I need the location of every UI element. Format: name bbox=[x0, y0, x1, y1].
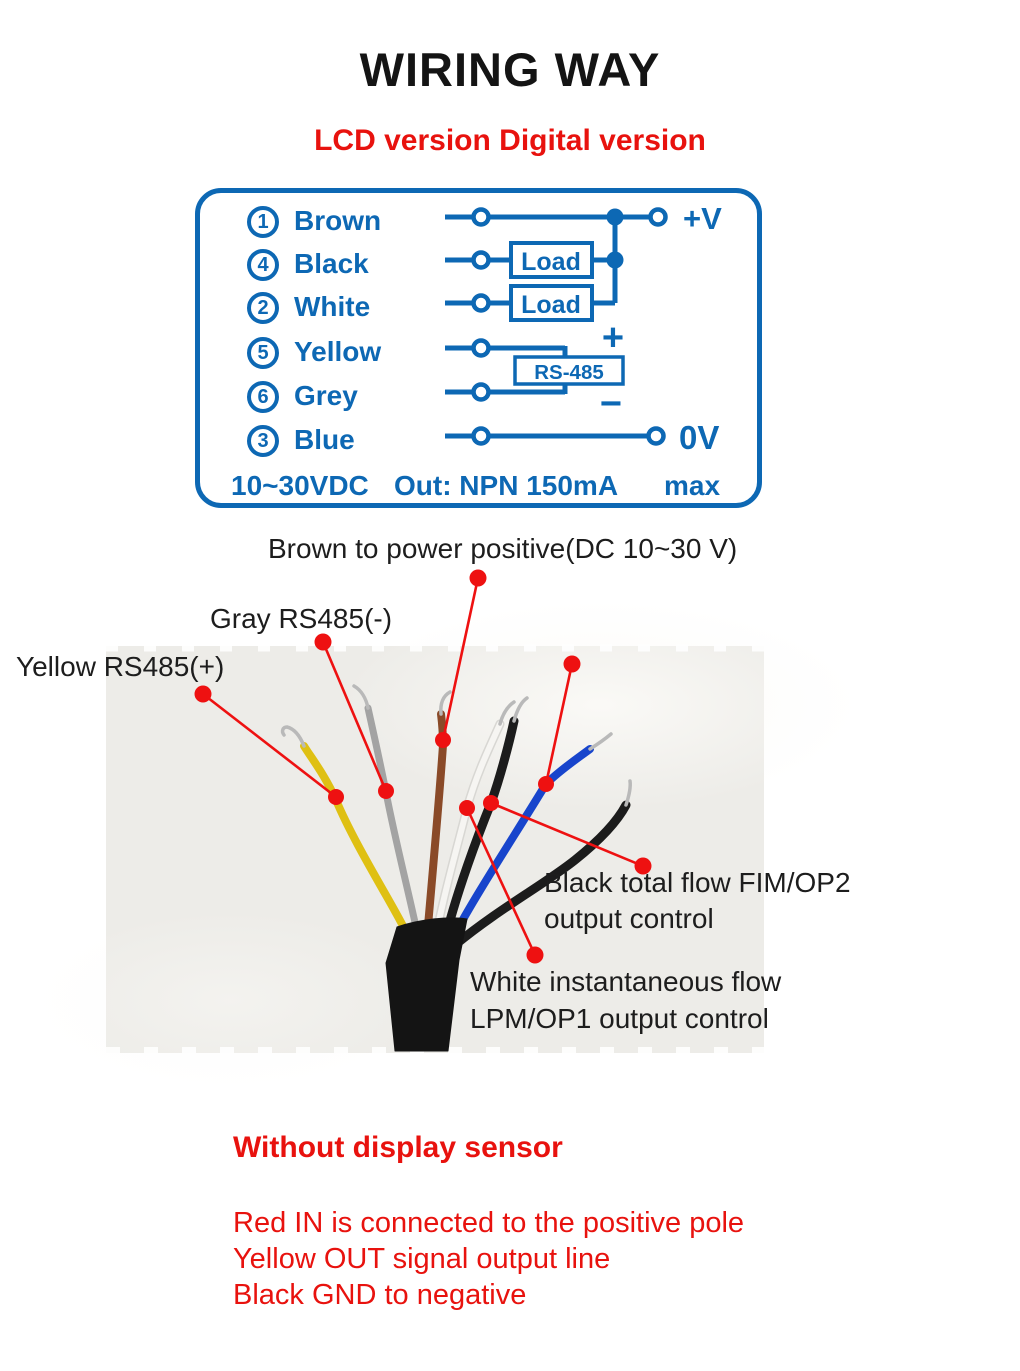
yellow-out-note: Yellow OUT signal output line bbox=[233, 1243, 611, 1275]
without-display-heading: Without display sensor bbox=[233, 1131, 563, 1164]
bare-wire-tips bbox=[280, 684, 632, 807]
wire-number-circle: 6 bbox=[247, 381, 279, 413]
white-wire-note: White instantaneous flow LPM/OP1 output … bbox=[470, 963, 781, 1037]
yellow-wire bbox=[300, 742, 408, 932]
wire-color-label: White bbox=[294, 291, 371, 322]
gray-wire-note: Gray RS485(-) bbox=[210, 603, 393, 634]
cable-sheath bbox=[385, 917, 468, 1052]
wire-color-label: Grey bbox=[294, 380, 358, 411]
subtitle: LCD version Digital version bbox=[314, 124, 706, 157]
output-spec: Out: NPN 150mA bbox=[394, 470, 619, 501]
black-gnd-note: Black GND to negative bbox=[233, 1279, 527, 1311]
black-wire-note-line1: Black total flow FIM/OP2 bbox=[544, 867, 851, 898]
without-display-notes: Red IN is connected to the positive pole… bbox=[233, 1205, 744, 1313]
wire-color-label: Blue bbox=[294, 424, 355, 455]
wire-number-circle: 1 bbox=[247, 206, 279, 238]
white-wire-note-line1: White instantaneous flow bbox=[470, 966, 782, 997]
yellow-wire-note: Yellow RS485(+) bbox=[16, 651, 225, 682]
gray-wire bbox=[364, 704, 420, 931]
wire-number-circle: 2 bbox=[247, 292, 279, 324]
wire-color-label: Brown bbox=[294, 205, 382, 236]
max-spec: max bbox=[664, 470, 721, 501]
supply-spec: 10~30VDC bbox=[231, 470, 369, 501]
wiring-diagram-box: 1 4 2 5 6 3 Brown Black White Yellow Gre… bbox=[195, 188, 762, 508]
wire-number-circle: 4 bbox=[247, 249, 279, 281]
black-wire-1 bbox=[443, 716, 519, 933]
brown-wire-note: Brown to power positive(DC 10~30 V) bbox=[268, 533, 738, 564]
black-wire-note-line2: output control bbox=[544, 903, 714, 934]
brown-wire bbox=[424, 710, 448, 930]
white-wire-outline bbox=[433, 719, 505, 931]
red-in-note: Red IN is connected to the positive pole bbox=[233, 1207, 745, 1239]
page-title: WIRING WAY bbox=[359, 43, 661, 96]
white-wire bbox=[435, 721, 503, 929]
wire-color-label: Yellow bbox=[294, 336, 382, 367]
white-wire-note-line2: LPM/OP1 output control bbox=[470, 1003, 769, 1034]
wire-color-label: Black bbox=[294, 248, 369, 279]
black-wire-note: Black total flow FIM/OP2 output control bbox=[544, 865, 851, 937]
wire-number-circle: 5 bbox=[247, 337, 279, 369]
wire-number-circle: 3 bbox=[247, 425, 279, 457]
